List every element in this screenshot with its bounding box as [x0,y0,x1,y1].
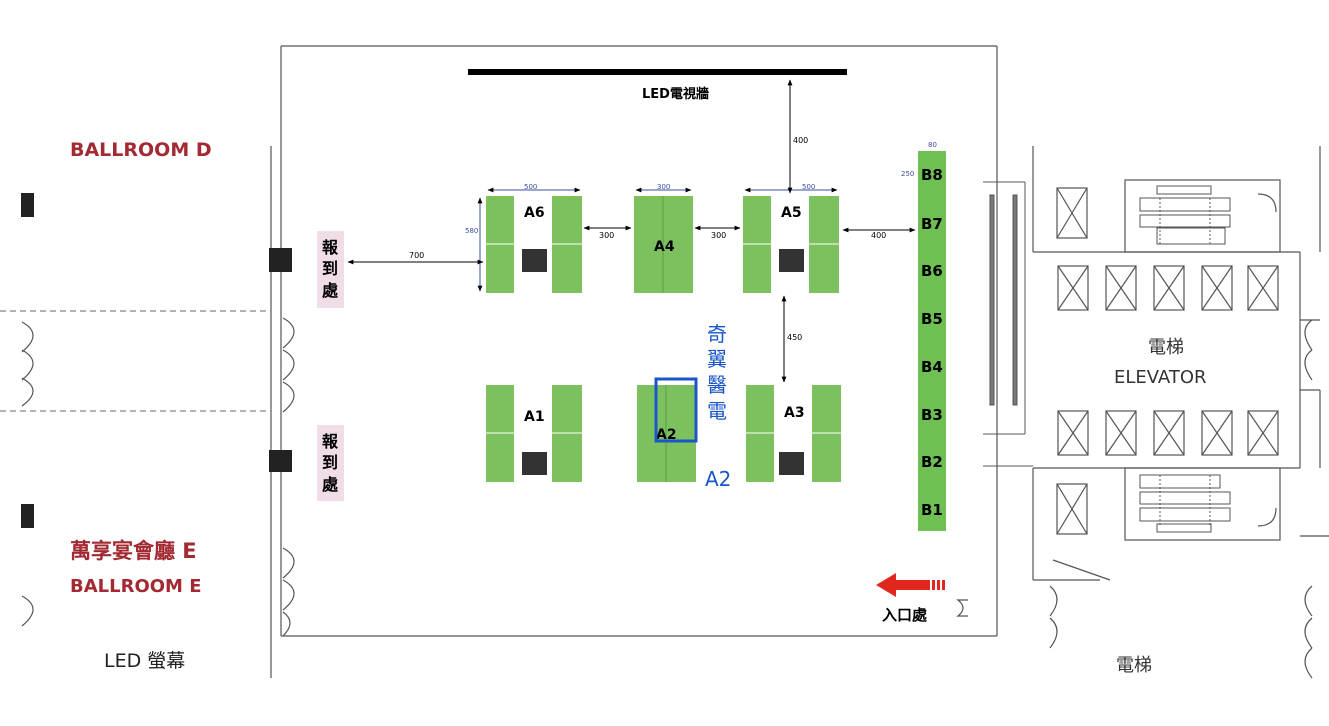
booth-b-strip [918,151,946,531]
registration-desk-lower: 報 到 處 [317,425,344,501]
svg-text:500: 500 [524,183,537,191]
svg-text:醫: 醫 [707,373,727,397]
svg-text:400: 400 [871,231,886,240]
svg-text:250: 250 [901,170,914,178]
booth-a5-label: A5 [781,205,802,221]
svg-text:翼: 翼 [707,347,727,371]
dimension-lines [347,79,916,383]
registration-desk-upper: 報 到 處 [317,231,344,308]
escalator-bottom [1139,474,1231,533]
booth-a1[interactable]: A1 [486,385,582,482]
escalator-left [983,181,1033,467]
svg-text:到: 到 [322,453,338,472]
svg-text:奇: 奇 [707,322,727,346]
svg-text:處: 處 [322,475,339,494]
booth-b5-label: B5 [921,310,943,328]
svg-text:報: 報 [322,432,339,451]
booth-b7-label: B7 [921,215,943,233]
svg-text:580: 580 [465,227,478,235]
booth-a5[interactable]: A5 [743,196,839,293]
booth-a3-label: A3 [784,405,805,421]
pillar [269,248,292,272]
svg-text:到: 到 [322,259,338,278]
booth-a6-label: A6 [524,205,545,221]
led-screen-label: LED 螢幕 [104,650,185,672]
svg-text:450: 450 [787,333,802,342]
booth-b3-label: B3 [921,406,943,424]
entrance-label: 入口處 [882,606,928,624]
highlight-company-label: 奇 翼 醫 電 A2 [705,322,731,491]
main-hall-outline [280,45,998,637]
svg-text:700: 700 [409,251,424,260]
svg-text:400: 400 [793,136,808,145]
booth-a6[interactable]: A6 [486,196,582,293]
svg-text:300: 300 [657,183,670,191]
entrance-door [956,599,968,617]
booth-a4-label: A4 [654,239,675,255]
elevator-label-en: ELEVATOR [1114,367,1207,388]
svg-text:500: 500 [802,183,815,191]
booth-b-labels[interactable]: B8 B7 B6 B5 B4 B3 B2 B1 [921,166,943,519]
booth-b8-label: B8 [921,166,943,184]
elevator-label-zh: 電梯 [1148,337,1184,358]
svg-text:處: 處 [322,281,339,300]
elevator-bottom-label: 電梯 [1116,655,1152,676]
entrance-arrow [876,573,945,597]
svg-text:報: 報 [322,238,339,257]
svg-text:80: 80 [928,141,937,149]
svg-text:電: 電 [707,399,727,423]
svg-text:300: 300 [599,231,614,240]
ballroom-e-name-en: BALLROOM E [70,576,202,597]
dimension-labels: 500 580 300 500 80 250 300 300 700 400 4… [409,136,937,342]
a2-highlight-box [654,377,698,443]
svg-text:300: 300 [711,231,726,240]
pillar [269,450,292,472]
elevator-cars [1056,187,1279,535]
booth-a3[interactable]: A3 [746,385,841,482]
ballroom-e-name-zh: 萬享宴會廳 E [70,539,197,563]
booth-b2-label: B2 [921,453,943,471]
elevator-building [1032,146,1329,679]
booth-a2[interactable]: A2 [637,385,696,482]
booth-a4[interactable]: A4 [634,196,693,293]
booth-a2-label: A2 [656,427,677,443]
booth-a1-label: A1 [524,409,545,425]
pillar [21,504,34,528]
led-wall: LED電視牆 [468,69,847,102]
svg-text:A2: A2 [705,467,731,491]
booth-b6-label: B6 [921,262,943,280]
escalator-top [1139,185,1231,245]
left-venue [0,146,295,678]
ballroom-d-label: BALLROOM D [70,139,212,161]
led-wall-label: LED電視牆 [642,86,709,102]
booth-b4-label: B4 [921,358,943,376]
booth-b1-label: B1 [921,501,943,519]
pillar [21,193,34,217]
